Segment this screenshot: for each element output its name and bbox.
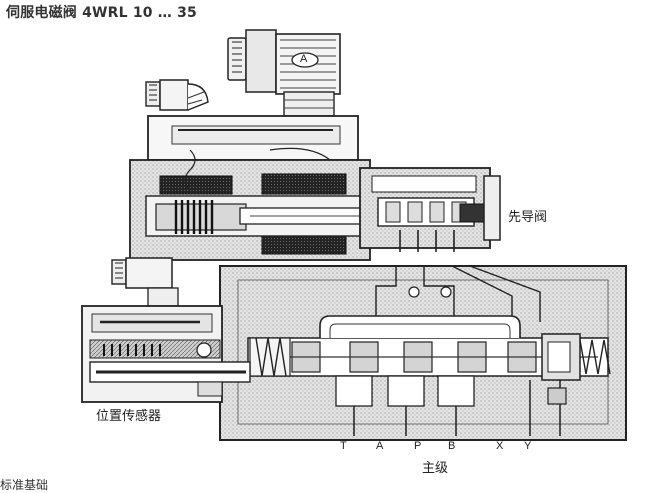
main-stage-label: 主级 [422,461,449,476]
position-sensor-assembly [81,305,251,403]
position-sensor-label: 位置传感器 [96,409,162,424]
cable-connector-upper [145,79,209,111]
footer-cut-text: 标准基础 [0,478,49,492]
solenoid-connector [227,29,341,117]
pilot-housing [129,115,391,261]
port-label-y: Y [524,440,532,452]
port-label-p: P [414,440,422,452]
port-label-t: T [340,440,347,452]
main-stage-body [219,265,627,441]
pilot-valve-block [359,167,501,252]
port-label-a: A [376,440,384,452]
cable-connector-lower [111,257,179,307]
port-label-b: B [448,440,456,452]
page-title: 伺服电磁阀 4WRL 10 … 35 [6,5,197,21]
port-label-x: X [496,440,504,452]
solenoid-label: A [300,53,308,65]
pilot-valve-label: 先导阀 [508,210,548,225]
